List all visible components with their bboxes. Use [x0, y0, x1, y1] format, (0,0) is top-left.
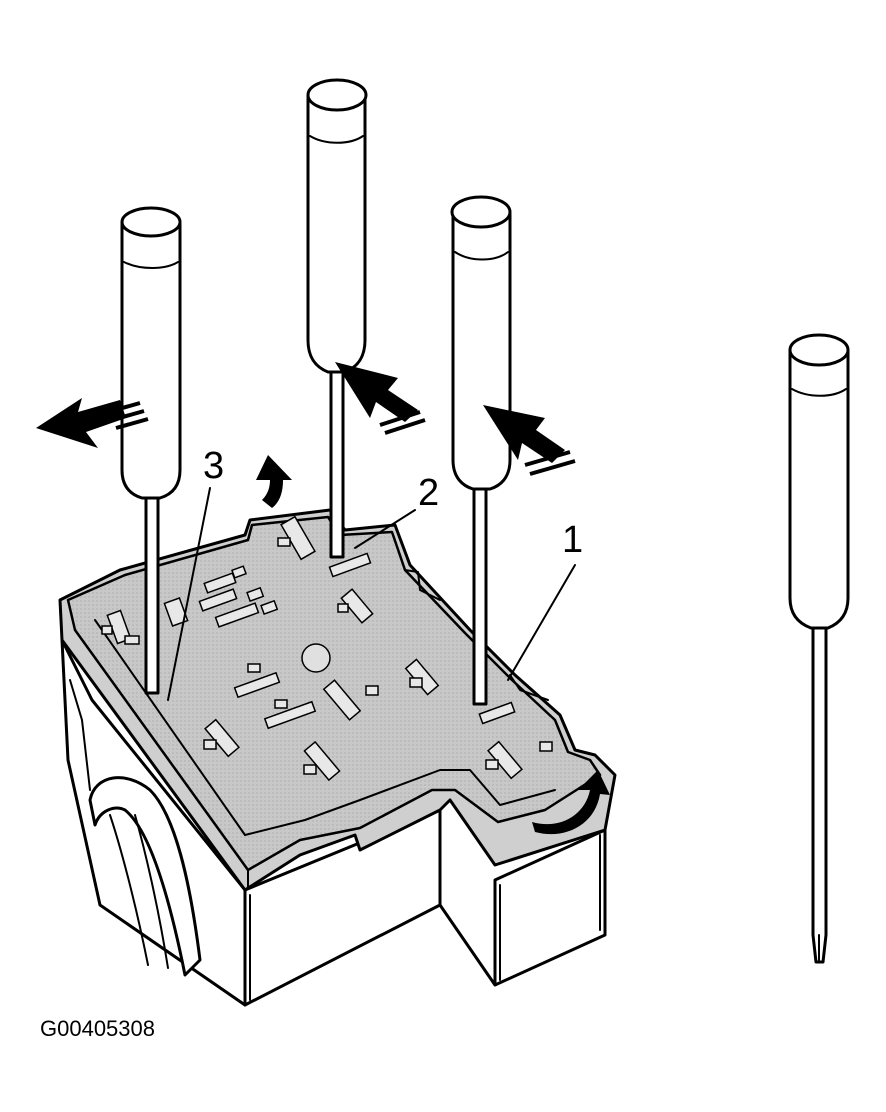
push-arrow-icon	[483, 405, 576, 476]
callout-leaders	[167, 487, 576, 701]
push-arrow-icon	[335, 362, 426, 435]
pull-left-arrow-icon	[36, 398, 149, 448]
lift-arrow-icon	[256, 455, 292, 508]
lift-arrow-icon	[532, 770, 610, 835]
cover-slots	[101, 515, 553, 782]
callout-1: 1	[562, 519, 583, 561]
screwdriver-left	[120, 206, 182, 695]
callout-3: 3	[203, 445, 224, 487]
callout-2: 2	[418, 472, 439, 514]
screwdriver-middle	[306, 78, 368, 559]
relay-box-body	[60, 638, 607, 1007]
screwdriver-standalone	[788, 333, 850, 964]
relay-box-cover	[58, 508, 617, 892]
figure-id-label: G00405308	[40, 1016, 155, 1041]
